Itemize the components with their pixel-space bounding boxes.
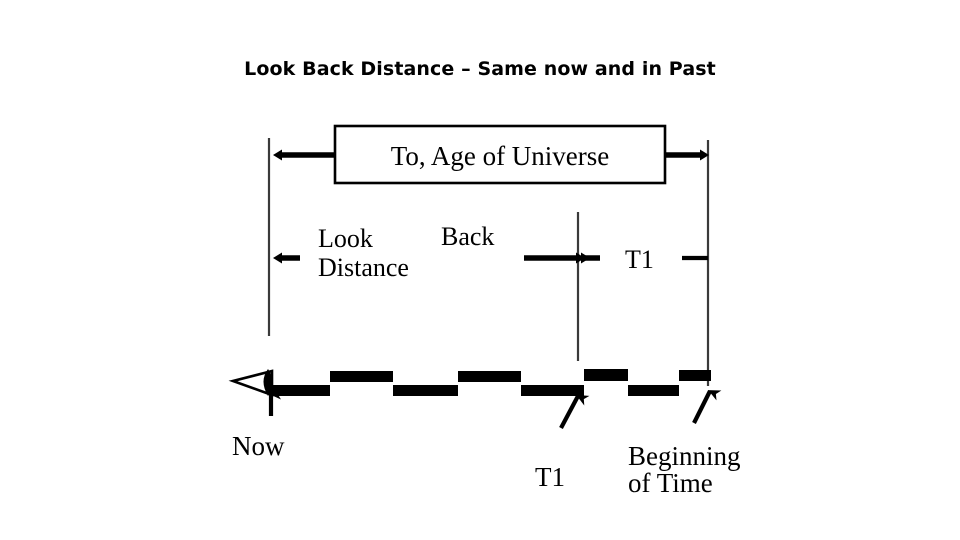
- now-label: Now: [232, 431, 285, 461]
- step-segment: [584, 369, 628, 381]
- step-staircase: [269, 369, 711, 396]
- universe-box: [333, 124, 667, 185]
- step-segment: [269, 385, 330, 396]
- t1-axis-label: T1: [535, 462, 565, 492]
- step-segment: [330, 371, 393, 382]
- step-segment: [521, 385, 584, 396]
- distance-label: Distance: [318, 253, 409, 282]
- step-segment: [628, 385, 679, 396]
- eye-icon: [228, 369, 274, 397]
- beginning-of-time-label-line2: of Time: [628, 468, 713, 498]
- step-segment: [679, 370, 711, 381]
- step-segment: [393, 385, 458, 396]
- beginning-pointer-arrow: [692, 390, 722, 424]
- page-title: Look Back Distance – Same now and in Pas…: [244, 58, 716, 80]
- beginning-of-time-label-line1: Beginning: [628, 441, 741, 471]
- t1-interval-label: T1: [625, 245, 654, 274]
- t1-pointer-arrow: [559, 395, 590, 429]
- universe-box-label: To, Age of Universe: [391, 141, 610, 171]
- step-segment: [458, 371, 521, 382]
- look-label: Look: [318, 224, 373, 253]
- back-label: Back: [441, 222, 494, 251]
